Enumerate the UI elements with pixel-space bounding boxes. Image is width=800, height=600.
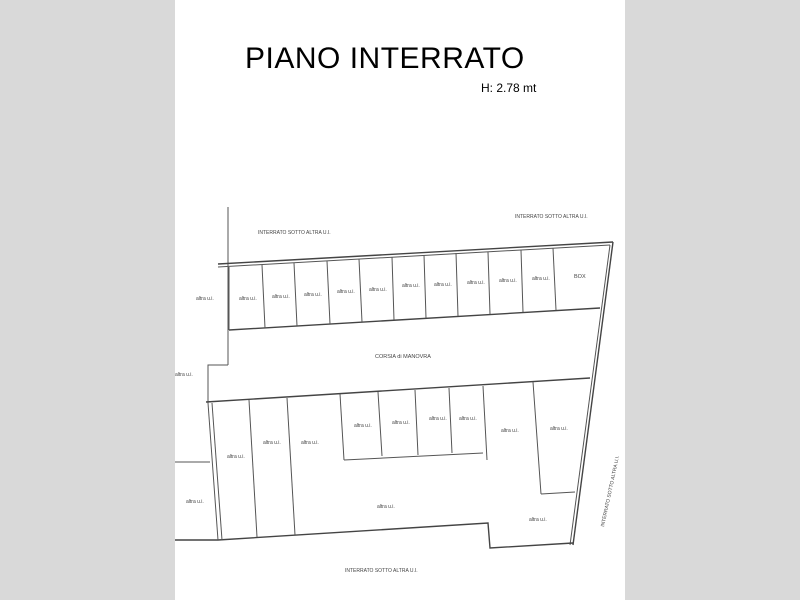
unit-label: altra u.i. xyxy=(429,416,447,422)
unit-label: altra u.i. xyxy=(402,283,420,289)
label-adjacent-top-right: INTERRATO SOTTO ALTRA U.I. xyxy=(515,214,588,220)
unit-label: altra u.i. xyxy=(434,282,452,288)
height-note: H: 2.78 mt xyxy=(481,81,537,95)
unit-label: altra u.i. xyxy=(377,504,395,510)
unit-label: altra u.i. xyxy=(499,278,517,284)
label-adjacent-bottom: INTERRATO SOTTO ALTRA U.I. xyxy=(345,568,418,574)
unit-label: altra u.i. xyxy=(227,454,245,460)
unit-label: altra u.i. xyxy=(239,296,257,302)
page-title: PIANO INTERRATO xyxy=(245,42,525,75)
unit-label: altra u.i. xyxy=(369,287,387,293)
unit-label: altra u.i. xyxy=(501,428,519,434)
unit-label: altra u.i. xyxy=(301,440,319,446)
unit-label: altra u.i. xyxy=(304,292,322,298)
unit-label: altra u.i. xyxy=(272,294,290,300)
unit-label: altra u.i. xyxy=(550,426,568,432)
unit-label: altra u.i. xyxy=(196,296,214,302)
document-page xyxy=(175,0,625,600)
unit-label: altra u.i. xyxy=(263,440,281,446)
label-adjacent-right: INTERRATO SOTTO ALTRA U.I. xyxy=(600,455,621,527)
unit-label: altra u.i. xyxy=(392,420,410,426)
unit-label: altra u.i. xyxy=(459,416,477,422)
unit-label: altra u.i. xyxy=(532,276,550,282)
label-adjacent-top-left: INTERRATO SOTTO ALTRA U.I. xyxy=(258,230,331,236)
unit-label: altra u.i. xyxy=(337,289,355,295)
unit-label: altra u.i. xyxy=(529,517,547,523)
unit-label: altra u.i. xyxy=(186,499,204,505)
unit-label: altra u.i. xyxy=(354,423,372,429)
unit-label: altra u.i. xyxy=(467,280,485,286)
unit-label: altra u.i. xyxy=(175,372,193,378)
box-label: BOX xyxy=(574,274,586,280)
label-corridor: CORSIA di MANOVRA xyxy=(375,354,431,360)
